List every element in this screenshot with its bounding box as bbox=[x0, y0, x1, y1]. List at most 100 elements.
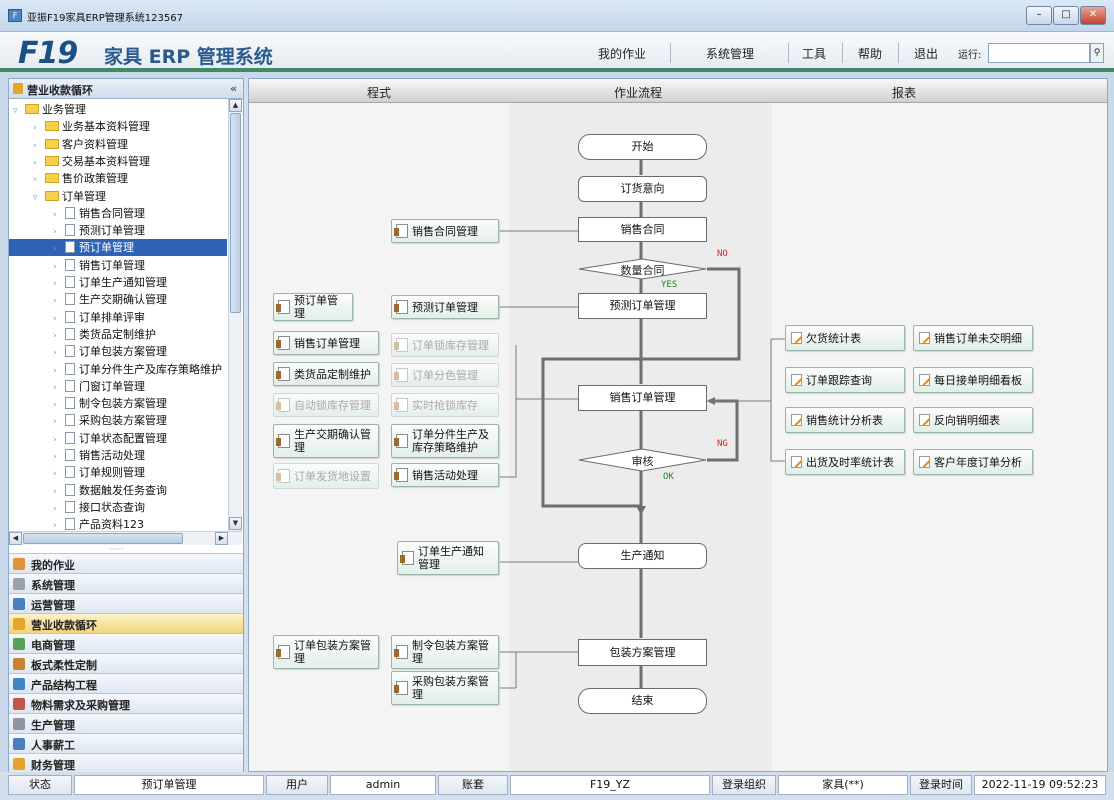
program-button-mfg-packaging[interactable]: 制令包装方案管理 bbox=[391, 635, 499, 669]
tree-item[interactable]: ›业务基本资料管理 bbox=[9, 118, 227, 135]
tree-item[interactable]: ›类货品定制维护 bbox=[9, 326, 227, 343]
tree-item[interactable]: ›产品资料123 bbox=[9, 516, 227, 531]
tree-item[interactable]: ▿订单管理 bbox=[9, 188, 227, 205]
report-button-reverse-detail[interactable]: 反向销明细表 bbox=[913, 407, 1033, 433]
collapsed-arrow-icon[interactable]: › bbox=[53, 503, 57, 514]
scroll-thumb[interactable] bbox=[23, 533, 183, 544]
tree-horizontal-scrollbar[interactable]: ◀ ▶ bbox=[9, 531, 242, 545]
panel-splitter[interactable]: ····· bbox=[109, 545, 124, 555]
vertical-splitter[interactable] bbox=[244, 78, 248, 772]
program-button-split-production[interactable]: 订单分件生产及库存策略维护 bbox=[391, 424, 499, 458]
collapsed-arrow-icon[interactable]: › bbox=[33, 123, 37, 134]
nav-tools[interactable]: 工具 bbox=[802, 47, 827, 61]
collapsed-arrow-icon[interactable]: › bbox=[53, 382, 57, 393]
module-button[interactable]: 运营管理 bbox=[9, 593, 243, 613]
collapsed-arrow-icon[interactable]: › bbox=[53, 365, 57, 376]
collapse-icon[interactable]: « bbox=[230, 82, 238, 95]
tree-item[interactable]: ›生产交期确认管理 bbox=[9, 291, 227, 308]
tree-item[interactable]: ›预订单管理 bbox=[9, 239, 227, 257]
tree-vertical-scrollbar[interactable]: ▲ ▼ bbox=[228, 99, 242, 531]
collapsed-arrow-icon[interactable]: › bbox=[53, 279, 57, 289]
module-button[interactable]: 产品结构工程 bbox=[9, 673, 243, 693]
module-button[interactable]: 财务管理 bbox=[9, 753, 243, 773]
tree-item[interactable]: ›销售订单管理 bbox=[9, 257, 227, 274]
maximize-button[interactable]: □ bbox=[1053, 6, 1079, 25]
tree-item[interactable]: ›交易基本资料管理 bbox=[9, 153, 227, 170]
module-button[interactable]: 人事薪工 bbox=[9, 733, 243, 753]
tree-item[interactable]: ›接口状态查询 bbox=[9, 499, 227, 516]
run-input[interactable] bbox=[988, 43, 1090, 63]
report-button-ontime-rate[interactable]: 出货及时率统计表 bbox=[785, 449, 905, 475]
scroll-left-icon[interactable]: ◀ bbox=[9, 532, 22, 545]
program-button-production-notice[interactable]: 订单生产通知管理 bbox=[397, 541, 499, 575]
report-button-sales-analysis[interactable]: 销售统计分析表 bbox=[785, 407, 905, 433]
collapsed-arrow-icon[interactable]: › bbox=[53, 330, 57, 341]
collapsed-arrow-icon[interactable]: › bbox=[33, 175, 37, 186]
module-button[interactable]: 营业收款循环 bbox=[9, 613, 243, 633]
tree-item[interactable]: ▿业务管理 bbox=[9, 101, 227, 118]
program-button-custom-goods[interactable]: 类货品定制维护 bbox=[273, 362, 379, 386]
tree-item[interactable]: ›制令包装方案管理 bbox=[9, 395, 227, 412]
collapsed-arrow-icon[interactable]: › bbox=[53, 244, 57, 255]
tree-item[interactable]: ›门窗订单管理 bbox=[9, 378, 227, 395]
program-button-order-packaging[interactable]: 订单包装方案管理 bbox=[273, 635, 379, 669]
tree-item[interactable]: ›订单生产通知管理 bbox=[9, 274, 227, 291]
program-button-order-color[interactable]: 订单分色管理 bbox=[391, 363, 499, 387]
search-icon[interactable]: ⚲ bbox=[1090, 43, 1104, 63]
nav-help[interactable]: 帮助 bbox=[858, 47, 883, 61]
program-button-sales-contract[interactable]: 销售合同管理 bbox=[391, 219, 499, 243]
tree-item[interactable]: ›销售活动处理 bbox=[9, 447, 227, 464]
module-button[interactable]: 电商管理 bbox=[9, 633, 243, 653]
program-button-delivery-confirm[interactable]: 生产交期确认管理 bbox=[273, 424, 379, 458]
program-button-pre-order[interactable]: 预订单管理 bbox=[273, 293, 353, 321]
scroll-right-icon[interactable]: ▶ bbox=[215, 532, 228, 545]
expanded-arrow-icon[interactable]: ▿ bbox=[33, 192, 38, 203]
module-button[interactable]: 物料需求及采购管理 bbox=[9, 693, 243, 713]
collapsed-arrow-icon[interactable]: › bbox=[53, 417, 57, 428]
tree-item[interactable]: ›客户资料管理 bbox=[9, 136, 227, 153]
program-button-order-lock-stock[interactable]: 订单锁库存管理 bbox=[391, 333, 499, 357]
module-button[interactable]: 系统管理 bbox=[9, 573, 243, 593]
program-button-sales-order[interactable]: 销售订单管理 bbox=[273, 331, 379, 355]
module-button[interactable]: 我的作业 bbox=[9, 553, 243, 573]
scroll-down-icon[interactable]: ▼ bbox=[229, 517, 242, 530]
tree-item[interactable]: ›预测订单管理 bbox=[9, 222, 227, 239]
report-button-undelivered[interactable]: 销售订单未交明细 bbox=[913, 325, 1033, 351]
scroll-thumb[interactable] bbox=[230, 113, 241, 313]
tree-item[interactable]: ›订单包装方案管理 bbox=[9, 343, 227, 360]
collapsed-arrow-icon[interactable]: › bbox=[33, 140, 37, 151]
program-button-purchase-packaging[interactable]: 采购包装方案管理 bbox=[391, 671, 499, 705]
nav-logout[interactable]: 退出 bbox=[914, 47, 939, 61]
tree-item[interactable]: ›订单规则管理 bbox=[9, 464, 227, 481]
report-button-order-tracking[interactable]: 订单跟踪查询 bbox=[785, 367, 905, 393]
collapsed-arrow-icon[interactable]: › bbox=[53, 313, 57, 324]
report-button-daily-board[interactable]: 每日接单明细看板 bbox=[913, 367, 1033, 393]
collapsed-arrow-icon[interactable]: › bbox=[53, 521, 57, 531]
collapsed-arrow-icon[interactable]: › bbox=[53, 400, 57, 411]
close-button[interactable]: ✕ bbox=[1080, 6, 1106, 25]
report-button-backorder[interactable]: 欠货统计表 bbox=[785, 325, 905, 351]
collapsed-arrow-icon[interactable]: › bbox=[53, 348, 57, 359]
program-button-forecast-order[interactable]: 预测订单管理 bbox=[391, 295, 499, 319]
tree-item[interactable]: ›采购包装方案管理 bbox=[9, 412, 227, 429]
program-button-ship-location[interactable]: 订单发货地设置 bbox=[273, 463, 379, 489]
tree-item[interactable]: ›数据触发任务查询 bbox=[9, 482, 227, 499]
program-button-sales-activity[interactable]: 销售活动处理 bbox=[391, 463, 499, 487]
minimize-button[interactable]: – bbox=[1026, 6, 1052, 25]
collapsed-arrow-icon[interactable]: › bbox=[53, 261, 57, 272]
collapsed-arrow-icon[interactable]: › bbox=[53, 452, 57, 462]
program-button-auto-lock-stock[interactable]: 自动锁库存管理 bbox=[273, 393, 379, 417]
module-button[interactable]: 板式柔性定制 bbox=[9, 653, 243, 673]
collapsed-arrow-icon[interactable]: › bbox=[53, 227, 57, 238]
report-button-customer-annual[interactable]: 客户年度订单分析 bbox=[913, 449, 1033, 475]
collapsed-arrow-icon[interactable]: › bbox=[53, 296, 57, 307]
tree-item[interactable]: ›订单排单评审 bbox=[9, 309, 227, 326]
scroll-up-icon[interactable]: ▲ bbox=[229, 99, 242, 112]
tree-item[interactable]: ›销售合同管理 bbox=[9, 205, 227, 222]
tree-item[interactable]: ›订单分件生产及库存策略维护 bbox=[9, 361, 227, 378]
program-button-realtime-lock[interactable]: 实时抢锁库存 bbox=[391, 393, 499, 417]
expanded-arrow-icon[interactable]: ▿ bbox=[13, 106, 18, 116]
collapsed-arrow-icon[interactable]: › bbox=[53, 469, 57, 480]
collapsed-arrow-icon[interactable]: › bbox=[53, 209, 57, 220]
nav-my-work[interactable]: 我的作业 bbox=[598, 47, 647, 61]
